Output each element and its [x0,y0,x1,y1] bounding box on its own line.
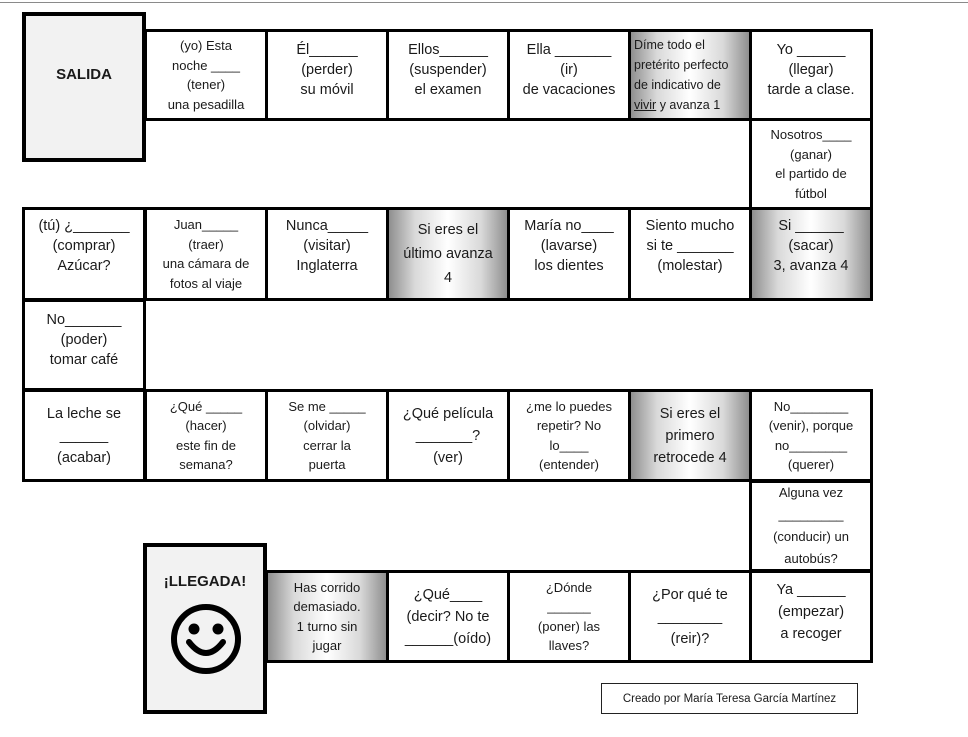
board-cell-22: No________ (venir), porque no________ (q… [749,389,873,482]
board-cell-6: Yo ______ (llegar) tarde a clase. [749,29,873,121]
board-cell-7: Nosotros____ (ganar) el partido de fútbo… [749,118,873,210]
board-cell-14: (tú) ¿_______ (comprar) Azúcar? [22,207,146,301]
board-cell-18: Se me _____ (olvidar) cerrar la puerta [265,389,389,482]
board-cell-24: Ya ______ (empezar) a recoger [749,570,873,663]
finish-square: ¡LLEGADA! [143,543,267,714]
board-cell-1: (yo) Esta noche ____ (tener) una pesadil… [144,29,268,121]
board-cell-21-special: Si eres el primero retrocede 4 [628,389,752,482]
board-cell-19: ¿Qué película _______? (ver) [386,389,510,482]
cell-text-underlined-verb: vivir [634,98,657,112]
board-cell-26: ¿Dónde ______ (poner) las llaves? [507,570,631,663]
board-cell-27: ¿Qué____ (decir? No te ______(oído) [386,570,510,663]
board-cell-2: Él______ (perder) su móvil [265,29,389,121]
board-cell-17: ¿Qué _____ (hacer) este fin de semana? [144,389,268,482]
board-cell-9: Siento mucho si te _______ (molestar) [628,207,752,301]
top-divider-line [0,2,968,3]
board-cell-11-special: Si eres el último avanza 4 [386,207,510,301]
start-square: SALIDA [22,12,146,162]
author-credit: Creado por María Teresa García Martínez [601,683,858,714]
board-cell-20: ¿me lo puedes repetir? No lo____ (entend… [507,389,631,482]
board-cell-3: Ellos______ (suspender) el examen [386,29,510,121]
board-cell-4: Ella _______ (ir) de vacaciones [507,29,631,121]
board-cell-8-special: Si ______ (sacar) 3, avanza 4 [749,207,873,301]
finish-label: ¡LLEGADA! [163,573,247,590]
board-cell-23: Alguna vez _________ (conducir) un autob… [749,480,873,572]
board-cell-25: ¿Por qué te ________ (reir)? [628,570,752,663]
board-cell-28-special: Has corrido demasiado. 1 turno sin jugar [265,570,389,663]
board-cell-15: No_______ (poder) tomar café [22,299,146,391]
start-label: SALIDA [56,66,112,83]
board-cell-12: Nunca_____ (visitar) Inglaterra [265,207,389,301]
board-cell-16: La leche se ______ (acabar) [22,389,146,482]
smiley-face-icon [171,604,241,674]
cell-text-after: y avanza 1 [656,98,721,112]
cell-text-before: Díme todo el pretérito perfecto de indic… [634,38,729,92]
board-cell-5-special: Díme todo el pretérito perfecto de indic… [628,29,752,121]
board-cell-13: Juan_____ (traer) una cámara de fotos al… [144,207,268,301]
board-cell-10: María no____ (lavarse) los dientes [507,207,631,301]
